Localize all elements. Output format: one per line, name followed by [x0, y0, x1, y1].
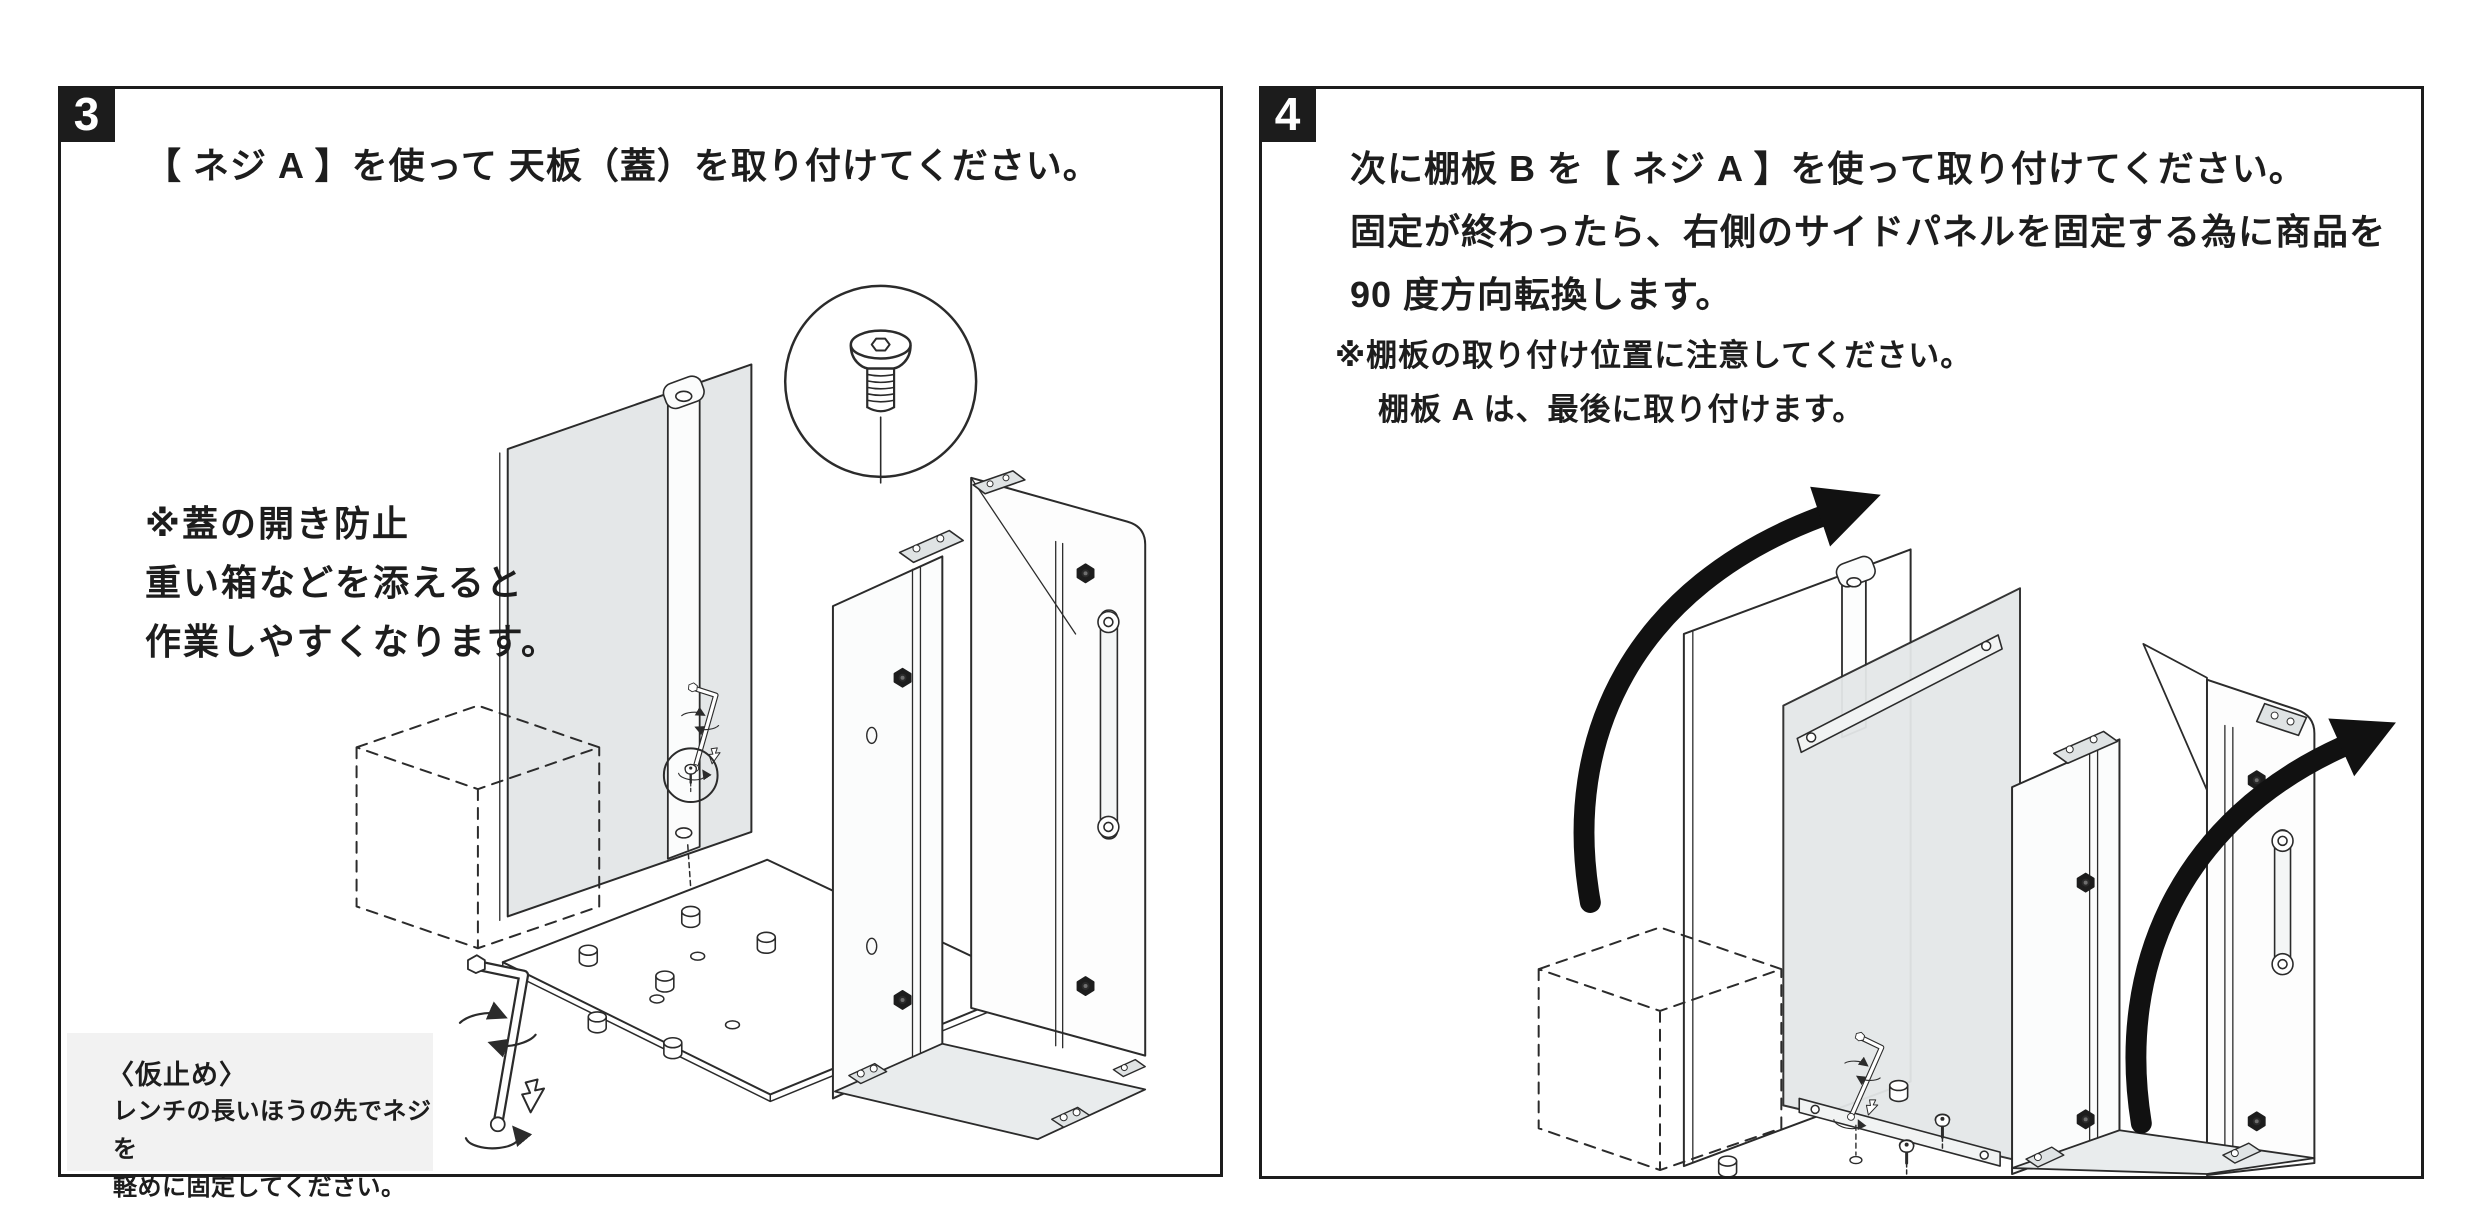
screw-magnifier-illustration	[783, 284, 978, 485]
tip-line: ※蓋の開き防止	[145, 503, 410, 544]
note-line: 棚板 A は、最後に取り付けます。	[1378, 392, 1865, 427]
step3-number-badge: 3	[58, 86, 115, 142]
rotate-arrow-icon	[1573, 486, 1881, 913]
step3-title: 【 ネジ A 】を使って 天板（蓋）を取り付けてください。	[145, 145, 1100, 186]
title-line: 次に棚板 B を【 ネジ A 】を使って取り付けてください。	[1350, 148, 2306, 189]
step4-note: ※棚板の取り付け位置に注意してください。 棚板 A は、最後に取り付けます。	[1335, 329, 1972, 437]
side-panel-assembly-illustration	[2011, 643, 2316, 1176]
screw-icon	[1898, 1138, 1916, 1176]
step3-tip: ※蓋の開き防止 重い箱などを添えると 作業しやすくなります。	[145, 494, 559, 671]
step4-panel: 4	[1259, 86, 2424, 1179]
note-box-body: レンチの長いほうの先でネジを 軽めに固定してください。	[113, 1093, 433, 1207]
lid-panel-illustration	[499, 363, 753, 922]
step3-panel: 3	[58, 86, 1223, 1201]
step4-number-badge: 4	[1259, 86, 1316, 142]
rotate-arrow-icon	[2125, 718, 2396, 1134]
screw-highlight-circle	[662, 747, 719, 804]
note-box-line: 軽めに固定してください。	[113, 1174, 406, 1201]
note-line: ※棚板の取り付け位置に注意してください。	[1335, 338, 1973, 373]
temporary-fixing-note-box: 〈仮止め〉 レンチの長いほうの先でネジを 軽めに固定してください。	[67, 1033, 433, 1201]
hex-wrench-icon	[460, 955, 544, 1148]
step4-illustration	[1537, 486, 2396, 1176]
note-box-line: レンチの長いほうの先でネジを	[113, 1098, 432, 1163]
title-line: 固定が終わったら、右側のサイドパネルを固定する為に商品を	[1350, 211, 2387, 252]
step4-title: 次に棚板 B を【 ネジ A 】を使って取り付けてください。 固定が終わったら、…	[1350, 137, 2386, 326]
side-panel-assembly-illustration	[831, 470, 1147, 1141]
note-box-heading: 〈仮止め〉	[107, 1060, 247, 1090]
tip-line: 作業しやすくなります。	[145, 621, 560, 662]
step3-illustration	[355, 284, 1147, 1174]
tip-line: 重い箱などを添えると	[145, 562, 524, 603]
title-line: 90 度方向転換します。	[1350, 274, 1733, 315]
